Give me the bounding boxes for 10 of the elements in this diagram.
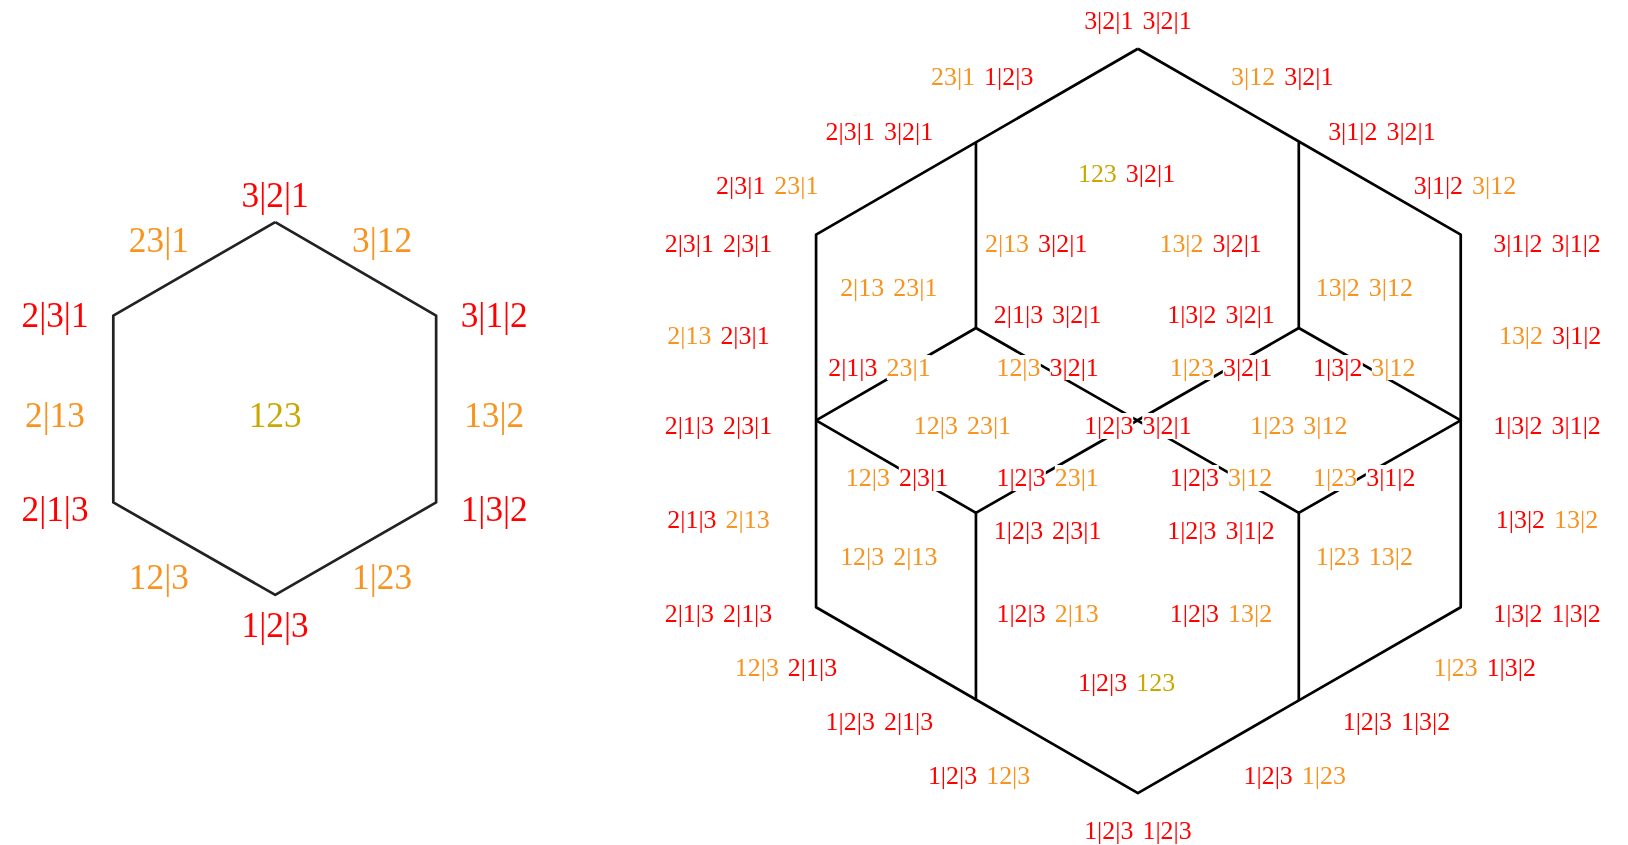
partition-label: 3|2|1 [1142,412,1192,439]
partition-label: 23|1 [886,354,931,381]
partition-label: 3|2|1 [1222,354,1273,381]
partition-label: 1|2|3 [1169,464,1220,491]
partition-label: 3|1|2 [1366,464,1416,491]
partition-label: 12|3 [996,354,1041,381]
partition-label: 2|3|1 [898,464,949,491]
partition-label: 23|1 [1054,464,1099,491]
partition-label: 1|2|3 [1084,412,1134,439]
partition-label: 1|3|2 [1313,354,1363,381]
